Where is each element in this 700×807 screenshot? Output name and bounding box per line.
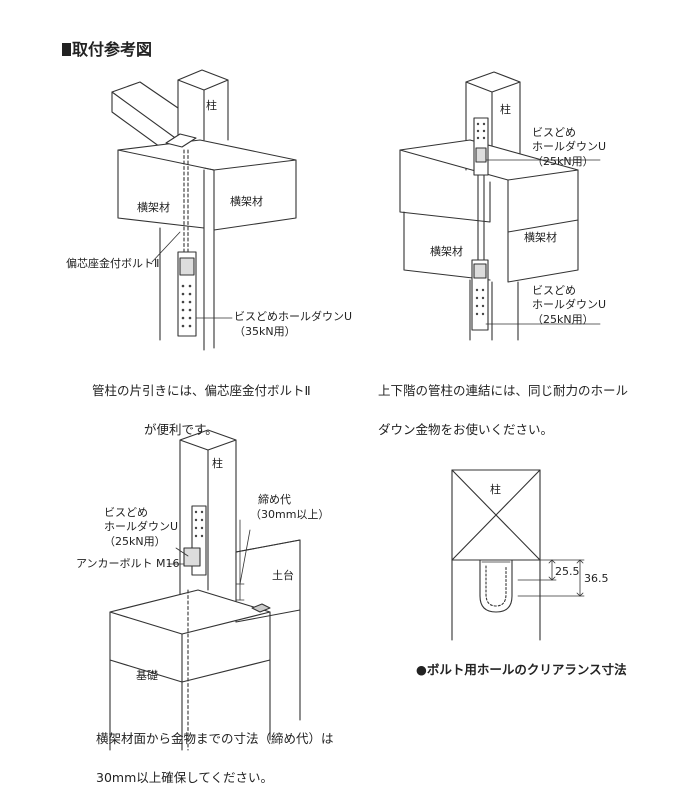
fig3-caption-line2: 30mm以上確保してください。 [96, 770, 274, 786]
fig3-holdown-line1: ビスどめ [104, 506, 148, 519]
fig3-margin-line2: （30mm以上） [250, 507, 330, 521]
fig4-dim-inner: 25.5 [555, 565, 580, 578]
fig3-anchor-label: アンカーボルト M16 [76, 557, 180, 570]
fig1-pillar-label: 柱 [206, 99, 217, 112]
fig2-caption-line1: 上下階の管柱の連結には、同じ耐力のホール [378, 383, 629, 399]
fig3-holdown-line3: （25kN用） [104, 534, 166, 548]
fig1-caption-line2: が便利です。 [144, 422, 218, 438]
fig3-caption: 横架材面から金物までの寸法（締め代）は 30mm以上確保してください。 [96, 710, 334, 807]
fig2-beam-left-label: 横架材 [430, 245, 463, 258]
installation-reference-sheet: 取付参考図 柱 横架材 横架材 偏芯座金付ボルトⅡ ビスどめホールダウンU （3… [62, 42, 628, 785]
fig3-margin-line1: 締め代 [258, 493, 291, 506]
fig2-caption: 上下階の管柱の連結には、同じ耐力のホール ダウン金物をお使いください。 [378, 362, 628, 459]
fig2-lower-line1: ビスどめ [532, 284, 576, 297]
fig1-caption: 管柱の片引きには、偏芯座金付ボルトⅡ が便利です。 [92, 362, 311, 459]
title-mark [62, 43, 71, 56]
fig3-holdown-label: ビスどめ ホールダウンU （25kN用） [104, 506, 178, 549]
fig3-sill-label: 土台 [272, 569, 294, 582]
fig4-pillar-label: 柱 [490, 483, 501, 496]
fig2-pillar-label: 柱 [500, 103, 511, 116]
fig2-lower-label: ビスどめ ホールダウンU （25kN用） [532, 284, 606, 327]
fig3-caption-line1: 横架材面から金物までの寸法（締め代）は [96, 731, 334, 747]
fig3-foundation-label: 基礎 [136, 669, 158, 682]
fig2-upper-line2: ホールダウンU [532, 140, 607, 154]
fig3-holdown-line2: ホールダウンU [104, 520, 179, 534]
fig1-holdown-line2: （35kN用） [234, 324, 296, 338]
fig2-lower-line2: ホールダウンU [532, 298, 607, 312]
fig3-pillar-label: 柱 [212, 457, 223, 470]
fig2-upper-line3: （25kN用） [532, 154, 594, 168]
fig2-drawing [399, 71, 601, 341]
fig2-beam-right-label: 横架材 [524, 231, 557, 244]
fig1-beam-left-label: 横架材 [137, 201, 170, 214]
page-title-text: 取付参考図 [72, 40, 153, 59]
fig3-margin-label: 締め代 （30mm以上） [250, 493, 329, 523]
fig1-drawing [111, 69, 297, 351]
fig1-beam-right-label: 横架材 [230, 195, 263, 208]
fig2-upper-label: ビスどめ ホールダウンU （25kN用） [532, 126, 606, 169]
fig1-caption-line1: 管柱の片引きには、偏芯座金付ボルトⅡ [92, 383, 311, 399]
fig4-drawing [451, 469, 585, 641]
fig4-caption: ●ボルト用ホールのクリアランス寸法 [416, 662, 627, 677]
fig2-caption-line2: ダウン金物をお使いください。 [378, 422, 554, 438]
fig1-bolt-label: 偏芯座金付ボルトⅡ [66, 257, 160, 270]
fig1-holdown-line1: ビスどめホールダウンU [234, 310, 353, 323]
installation-drawings [109, 69, 601, 751]
fig2-lower-line3: （25kN用） [532, 312, 594, 326]
fig3-drawing [109, 429, 301, 751]
fig4-dim-outer: 36.5 [584, 572, 609, 585]
fig2-upper-line1: ビスどめ [532, 126, 576, 139]
page-title: 取付参考図 [62, 42, 152, 58]
fig1-holdown-label: ビスどめホールダウンU （35kN用） [234, 310, 352, 340]
